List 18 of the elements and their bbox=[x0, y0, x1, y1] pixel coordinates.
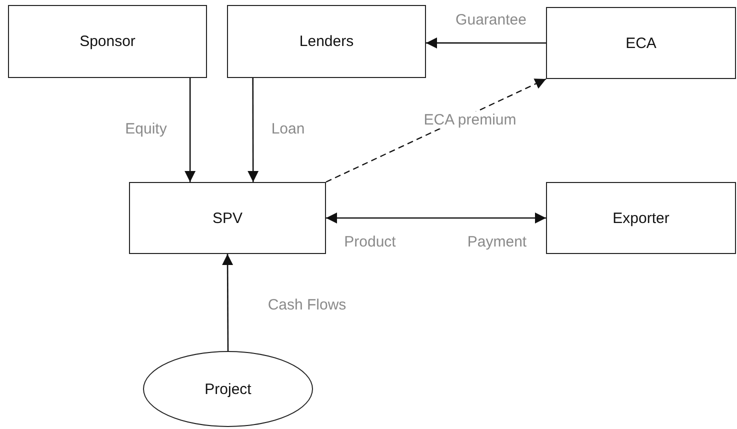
arrow bbox=[222, 254, 234, 351]
arrow bbox=[184, 78, 196, 182]
arrow bbox=[248, 78, 259, 182]
node-label: Lenders bbox=[299, 33, 354, 50]
process-box bbox=[8, 5, 207, 78]
node-label: SPV bbox=[212, 210, 242, 226]
process-box bbox=[227, 5, 426, 78]
node-label: Project bbox=[204, 380, 252, 398]
process-box bbox=[546, 7, 736, 79]
edge-label: Equity bbox=[123, 120, 169, 138]
process-box bbox=[129, 182, 326, 254]
arrow bbox=[426, 37, 546, 48]
edge-label: ECA premium bbox=[422, 112, 518, 128]
node-label: Exporter bbox=[612, 210, 670, 226]
arrow bbox=[326, 212, 546, 224]
node-label: ECA bbox=[626, 34, 656, 52]
node-label: Sponsor bbox=[80, 33, 136, 50]
process-box bbox=[546, 182, 736, 254]
